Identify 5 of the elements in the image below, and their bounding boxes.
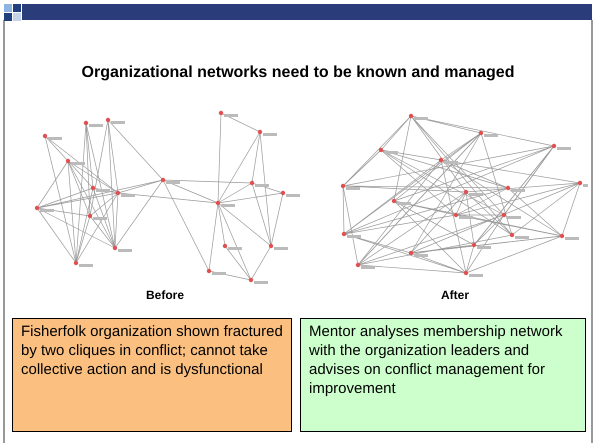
image-caption: After — [440, 288, 470, 302]
image-caption: Before — [144, 288, 185, 302]
note-box: Mentor analyses membership network with the organization leaders and advises on conflict management for improvement — [300, 318, 586, 432]
note-box: Fisherfolk organization shown fractured by two cliques in conflict; cannot take collective action and is dysfunctional — [12, 318, 292, 432]
slide-title: Organizational networks need to be known and managed — [80, 64, 516, 82]
